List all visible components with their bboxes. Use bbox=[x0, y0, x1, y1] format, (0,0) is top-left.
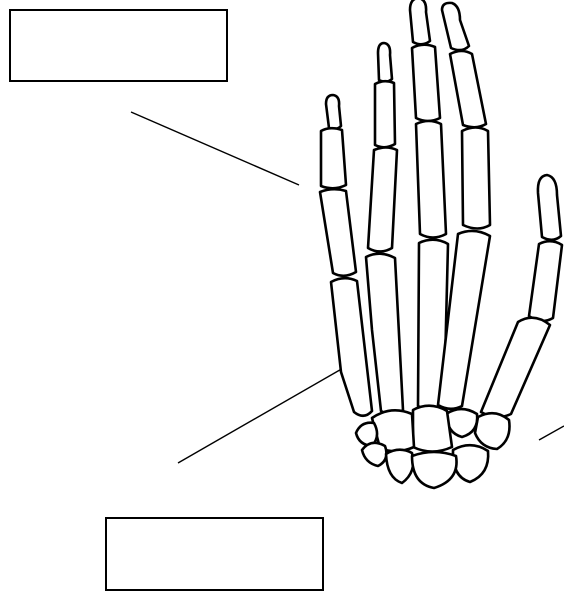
little-proximal-phalanx bbox=[320, 189, 356, 276]
ring-metacarpal bbox=[366, 254, 403, 415]
carpal-triquetrum bbox=[362, 443, 386, 466]
thumb-distal-phalanx bbox=[538, 175, 561, 240]
thumb-metacarpal bbox=[481, 318, 550, 417]
carpal-scaphoid bbox=[453, 445, 488, 482]
index-middle-phalanx bbox=[450, 51, 486, 127]
little-distal-phalanx bbox=[326, 95, 341, 129]
leader-line-right bbox=[539, 426, 564, 440]
little-metacarpal bbox=[331, 278, 372, 416]
leader-line-top bbox=[131, 112, 299, 185]
middle-proximal-phalanx bbox=[416, 121, 446, 238]
carpal-lunate bbox=[386, 450, 413, 483]
carpal-trapezium bbox=[475, 413, 510, 449]
hand-bones bbox=[320, 0, 562, 488]
ring-proximal-phalanx bbox=[368, 148, 397, 252]
index-distal-phalanx bbox=[442, 3, 469, 50]
thumb-proximal-phalanx bbox=[529, 241, 562, 321]
middle-middle-phalanx bbox=[412, 45, 440, 121]
carpal-capitate bbox=[413, 406, 452, 452]
ring-distal-phalanx bbox=[378, 43, 392, 82]
index-proximal-phalanx bbox=[462, 128, 490, 229]
leader-line-bottom bbox=[178, 367, 345, 463]
little-middle-phalanx bbox=[321, 128, 346, 188]
middle-distal-phalanx bbox=[410, 0, 430, 44]
carpal-distal-row bbox=[412, 452, 457, 488]
ring-middle-phalanx bbox=[375, 81, 395, 147]
